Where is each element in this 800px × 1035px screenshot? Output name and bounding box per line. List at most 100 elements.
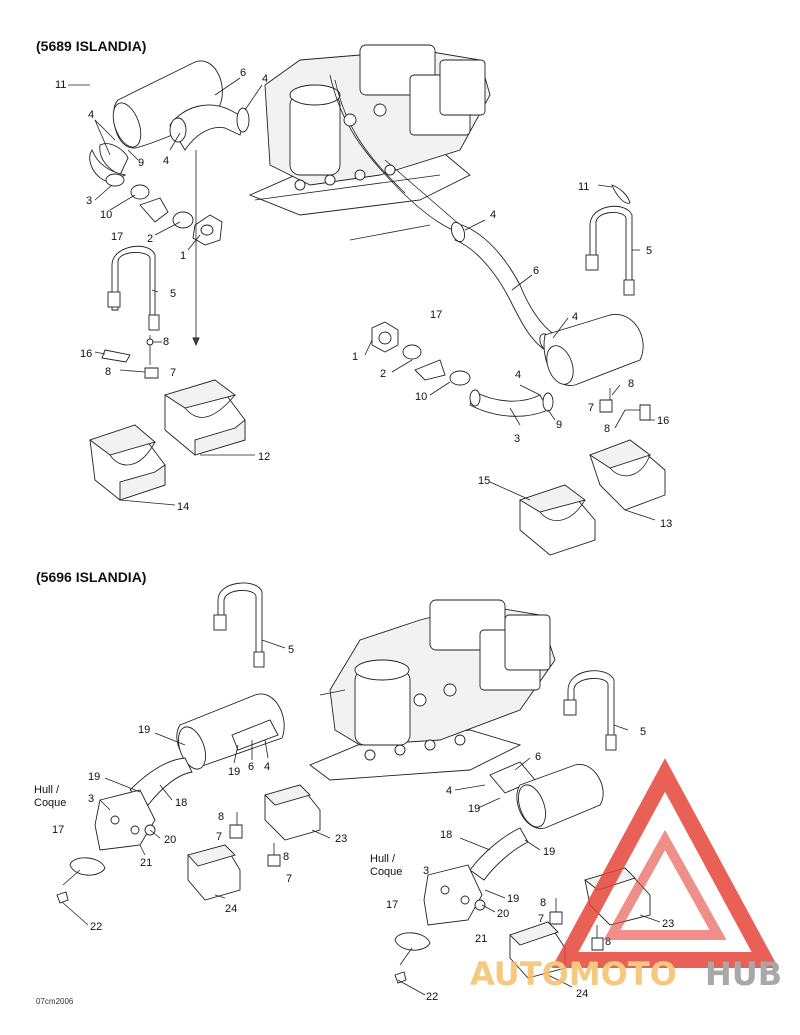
callout: 11 [55, 79, 66, 91]
callout: 4 [88, 109, 94, 121]
callout: 7 [538, 913, 544, 925]
leader-lines-top [68, 77, 656, 521]
hull-label-right-2: Coque [370, 866, 402, 878]
callout: 5 [640, 726, 646, 738]
callout: 22 [426, 991, 438, 1003]
callout: 24 [576, 988, 588, 1000]
callout: 15 [478, 475, 490, 487]
callout: 4 [515, 369, 521, 381]
callout: 8 [628, 378, 634, 390]
hull-label-left-2: Coque [34, 797, 66, 809]
strap-right-bottom [563, 670, 617, 751]
callout: 4 [262, 73, 268, 85]
bracket-left-top [101, 335, 159, 379]
callout: 22 [90, 921, 102, 933]
block-15 [518, 484, 596, 556]
watermark-text-auto: AUTOMOTO [470, 955, 677, 993]
strap-left-top [107, 245, 160, 331]
callout: 8 [540, 897, 546, 909]
nut-ring-right-top [371, 321, 471, 386]
callout: 19 [228, 766, 240, 778]
strap-left-bottom [213, 582, 265, 668]
callout: 17 [430, 309, 442, 321]
callout: 9 [138, 157, 144, 169]
hull-label-right-1: Hull / [370, 853, 396, 865]
callouts-top: 11 6 4 4 9 3 4 10 17 2 1 5 16 8 8 7 12 1… [55, 67, 672, 530]
muffler-right-bottom [394, 761, 604, 984]
callout: 23 [662, 918, 674, 930]
callout: 16 [80, 348, 92, 360]
engine-bottom [309, 599, 556, 781]
callout: 19 [507, 893, 519, 905]
watermark-triangle [551, 758, 779, 968]
block-24-right [509, 921, 566, 979]
callout: 6 [535, 751, 541, 763]
block-14 [89, 424, 166, 501]
section-title-5689: (5689 ISLANDIA) [36, 38, 147, 54]
callout: 20 [497, 908, 509, 920]
callout: 7 [216, 831, 222, 843]
block-24-left [187, 844, 241, 901]
hull-label-left-1: Hull / [34, 784, 60, 796]
block-13 [589, 439, 666, 511]
callout: 9 [556, 419, 562, 431]
callout: 8 [105, 366, 111, 378]
callout: 18 [175, 797, 187, 809]
callout: 19 [543, 846, 555, 858]
hull-labels: Hull / Coque Hull / Coque [34, 784, 402, 878]
callout: 5 [170, 288, 176, 300]
muffler-left-bottom [56, 693, 285, 904]
callout: 17 [52, 824, 64, 836]
callout: 7 [286, 873, 292, 885]
callout: 3 [86, 195, 92, 207]
bracket-left-bottom [229, 812, 281, 867]
callout: 24 [225, 903, 237, 915]
callout: 7 [170, 367, 176, 379]
callout: 14 [177, 501, 189, 513]
callout: 10 [100, 209, 112, 221]
callout: 1 [180, 250, 186, 262]
callout: 5 [646, 245, 652, 257]
callout: 13 [660, 518, 672, 530]
block-12 [163, 379, 246, 456]
callout: 4 [264, 761, 270, 773]
leader-lines-bottom [61, 639, 661, 996]
callout: 10 [415, 391, 427, 403]
strap-right-top [585, 184, 635, 296]
callout: 8 [163, 336, 169, 348]
callout: 23 [335, 833, 347, 845]
callout: 3 [423, 865, 429, 877]
callout: 6 [240, 67, 246, 79]
muffler-left-top [89, 60, 250, 347]
callout: 8 [218, 811, 224, 823]
callout: 6 [533, 265, 539, 277]
callout: 6 [248, 761, 254, 773]
section-title-5696: (5696 ISLANDIA) [36, 569, 147, 585]
callout: 12 [258, 451, 270, 463]
callout: 8 [605, 936, 611, 948]
callout: 19 [468, 803, 480, 815]
callout: 21 [140, 857, 152, 869]
callout: 11 [578, 181, 589, 193]
callout: 3 [514, 433, 520, 445]
callouts-bottom: 5 5 19 19 6 4 19 18 3 17 20 21 8 7 8 7 2… [52, 644, 674, 1003]
bracket-right-bottom [549, 898, 604, 951]
callout: 5 [288, 644, 294, 656]
callout: 1 [352, 351, 358, 363]
watermark-text-hub: HUB [705, 955, 782, 993]
drawing-reference: 07cm2006 [36, 997, 74, 1006]
callout: 2 [380, 368, 386, 380]
callout: 18 [440, 829, 452, 841]
watermark-logo: AUTOMOTO HUB [470, 758, 782, 993]
block-23-left [264, 784, 321, 841]
callout: 4 [572, 311, 578, 323]
callout: 17 [111, 231, 123, 243]
callout: 2 [147, 233, 153, 245]
callout: 17 [386, 899, 398, 911]
bracket-right-top [599, 388, 651, 421]
callout: 19 [138, 724, 150, 736]
callout: 19 [88, 771, 100, 783]
callout: 4 [490, 209, 496, 221]
